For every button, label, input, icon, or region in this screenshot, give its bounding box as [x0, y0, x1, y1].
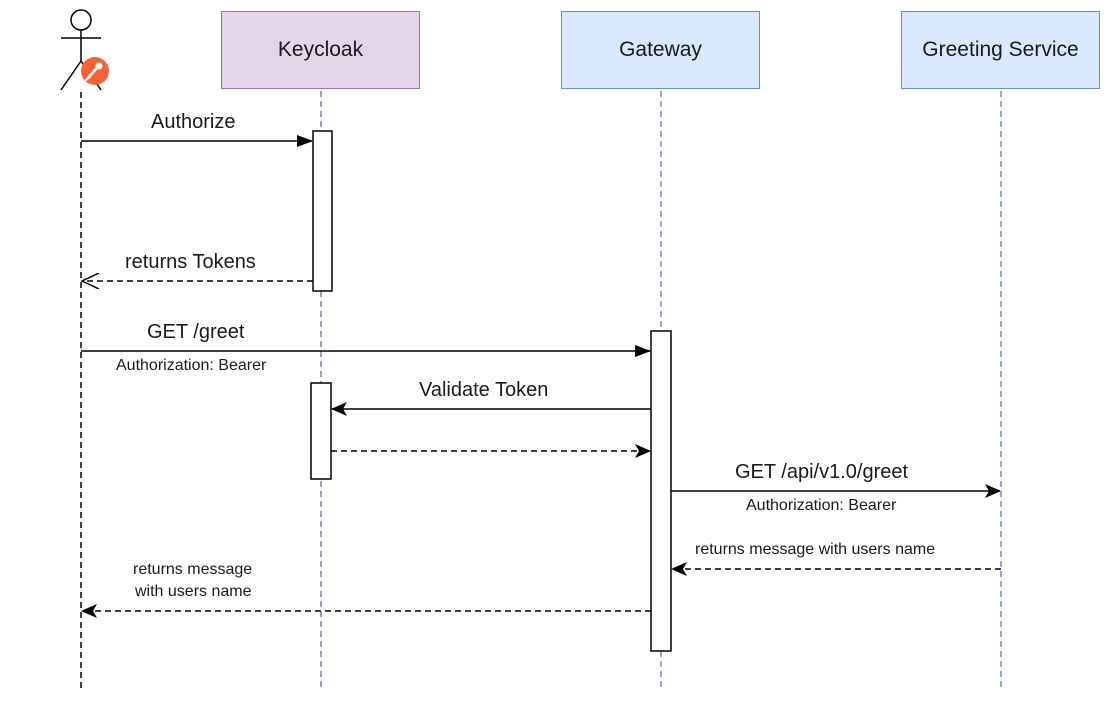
service-reply-label: returns message with users name [695, 541, 936, 558]
keycloak-activation-2 [310, 382, 332, 480]
get-api-label: GET /api/v1.0/greet [735, 461, 909, 483]
postman-badge-icon [81, 57, 109, 85]
gateway-label: Gateway [619, 38, 702, 61]
greeting-service-participant: Greeting Service [901, 11, 1100, 89]
get-greet-auth-label: Authorization: Bearer [116, 357, 267, 374]
final-reply-label-line1: returns message [133, 561, 253, 578]
validate-token-label: Validate Token [419, 379, 549, 401]
keycloak-label: Keycloak [277, 38, 364, 61]
returns-tokens-label: returns Tokens [125, 251, 256, 273]
get-greet-label: GET /greet [147, 321, 245, 343]
get-api-auth-label: Authorization: Bearer [746, 497, 897, 514]
gateway-activation [650, 330, 672, 652]
final-reply-label-line2: with users name [135, 583, 252, 600]
authorize-label: Authorize [151, 111, 236, 133]
keycloak-participant: Keycloak [221, 11, 420, 89]
gateway-participant: Gateway [561, 11, 760, 89]
keycloak-activation-1 [312, 130, 333, 292]
greeting-service-label: Greeting Service [922, 38, 1079, 61]
